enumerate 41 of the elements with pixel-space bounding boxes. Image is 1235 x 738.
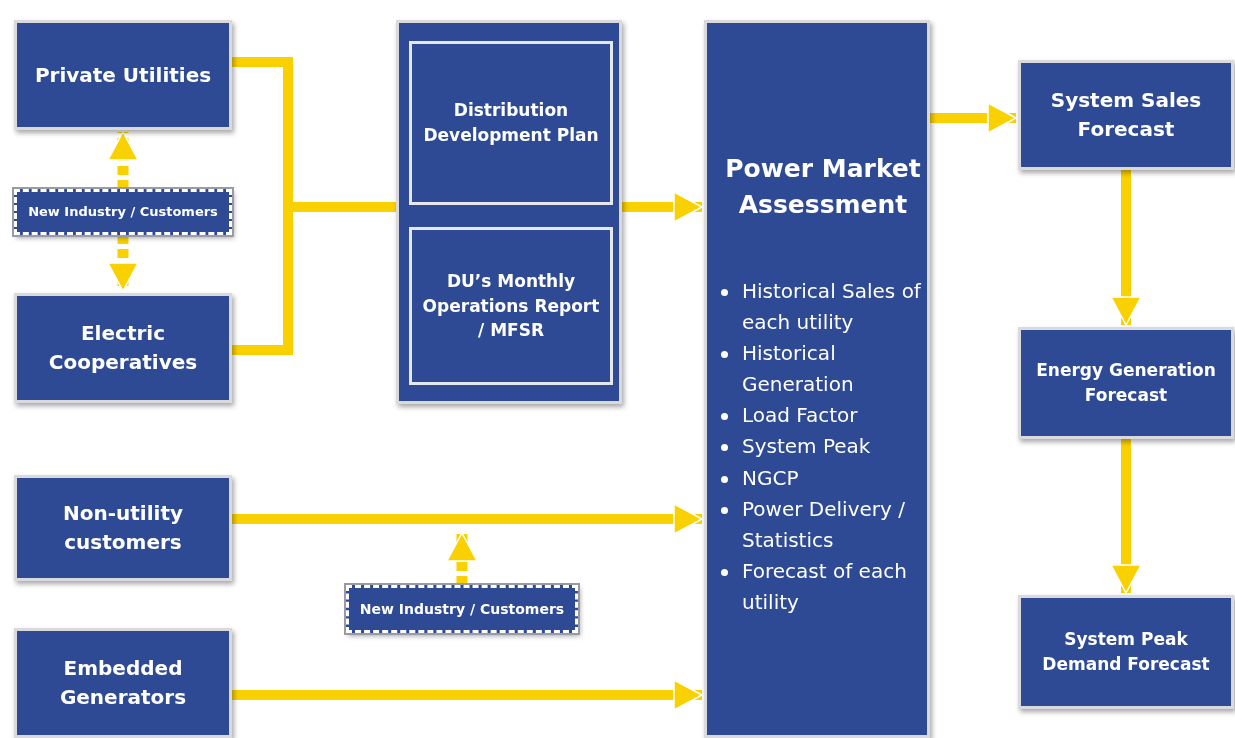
bullet-item: NGCP [742, 464, 799, 492]
arrow [232, 503, 703, 535]
process-box [14, 475, 232, 581]
process-box [1018, 60, 1234, 170]
process-box [409, 41, 613, 205]
box-label: New Industry / Customers [27, 202, 219, 221]
dashed-arrow [107, 235, 139, 292]
dashed-box [346, 585, 578, 633]
bullet-item: Power Delivery / Statistics [742, 495, 906, 554]
process-box [409, 227, 613, 385]
box-label: Distribution Development Plan [422, 99, 600, 147]
arrow [1110, 170, 1142, 326]
box-label: Private Utilities [33, 61, 213, 89]
bullet-item: Historical Sales of each utility [742, 277, 923, 336]
process-box [1018, 327, 1234, 439]
arrow [1110, 439, 1142, 594]
process-box [14, 293, 232, 403]
dashed-arrow [446, 532, 478, 585]
bullet-item: Load Factor [742, 402, 858, 430]
bullet-item: Historical Generation [742, 339, 855, 399]
box-label: Non-utility customers [62, 500, 184, 556]
dashed-box [14, 189, 232, 235]
bullet-item: System Peak [742, 433, 871, 461]
box-label: DU’s Monthly Operations Report / MFSR [421, 270, 601, 343]
bullet-item: Forecast of each utility [742, 558, 908, 617]
panel-heading: Power Market Assessment [724, 153, 922, 222]
box-label: Electric Cooperatives [47, 320, 199, 376]
group-box [396, 20, 622, 404]
assessment-panel [704, 20, 930, 738]
box-label: System Sales Forecast [1049, 87, 1203, 143]
process-box [14, 20, 232, 130]
arrow [232, 679, 703, 711]
arrow [622, 191, 703, 223]
process-box [1018, 595, 1234, 709]
process-box [14, 628, 232, 738]
box-label: Embedded Generators [58, 655, 188, 711]
arrow [930, 102, 1017, 134]
box-label: Energy Generation Forecast [1035, 359, 1217, 407]
box-label: New Industry / Customers [358, 599, 566, 619]
box-label: System Peak Demand Forecast [1041, 628, 1211, 676]
dashed-arrow [107, 131, 139, 189]
